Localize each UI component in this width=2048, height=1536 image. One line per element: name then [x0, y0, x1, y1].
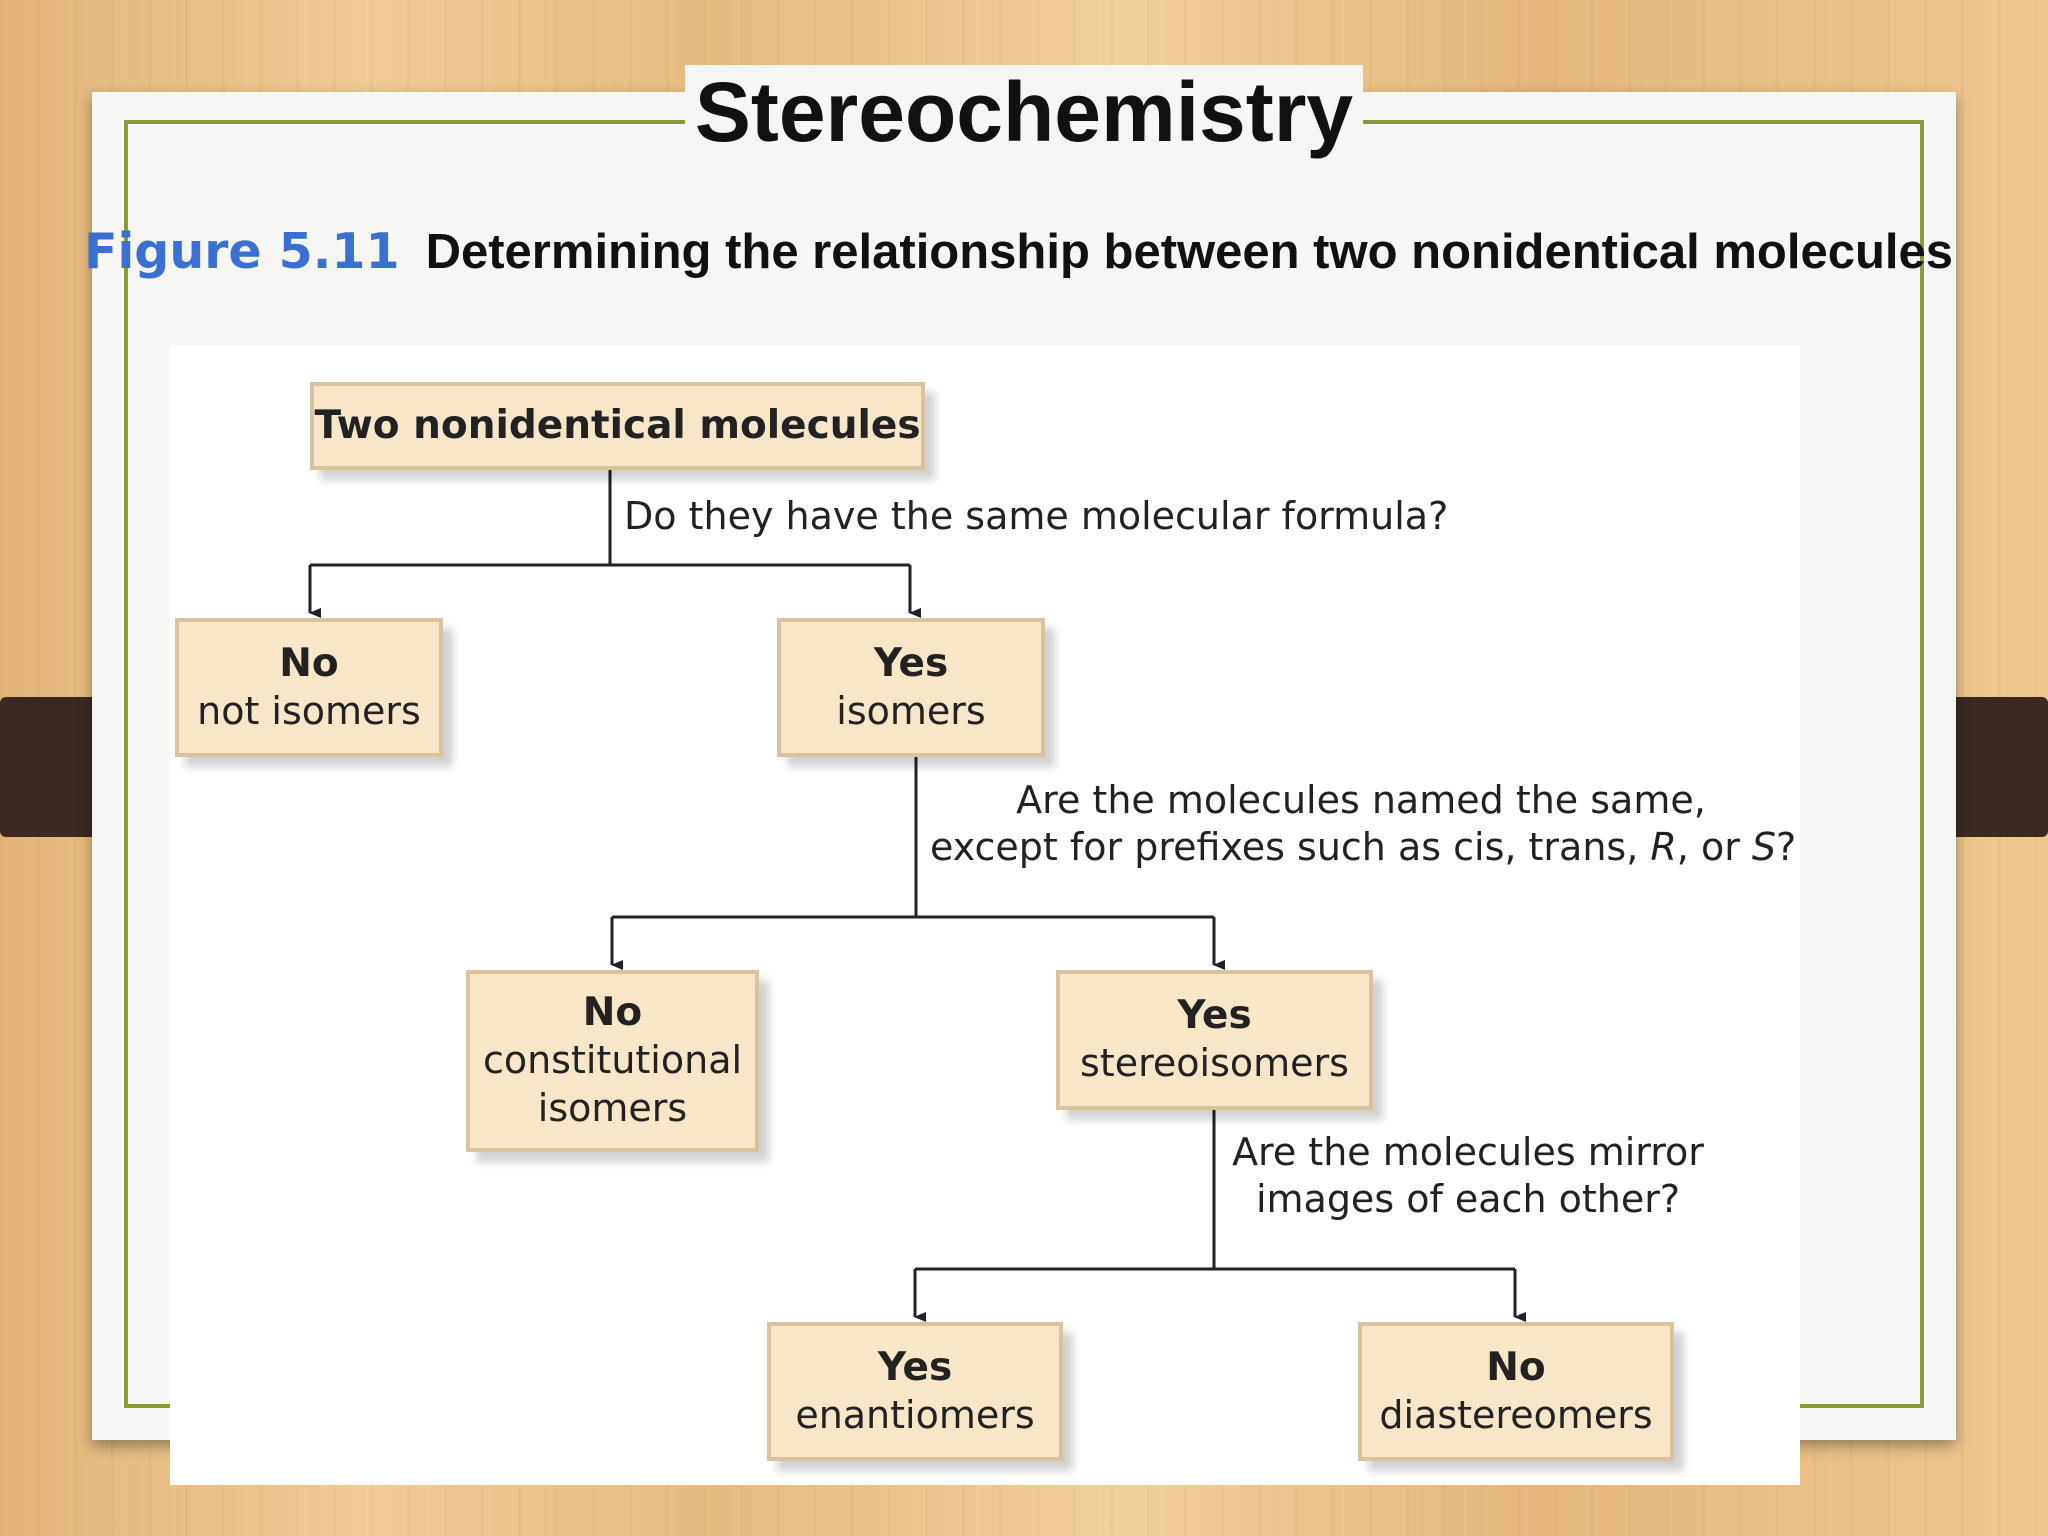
- root-label: Two nonidentical molecules: [314, 403, 921, 448]
- flowchart: Two nonidentical molecules Do they have …: [170, 345, 1800, 1485]
- yes-enantiomers-box: Yes enantiomers: [767, 1322, 1063, 1461]
- slide-title: Stereochemistry: [0, 62, 2048, 162]
- question-molecular-formula: Do they have the same molecular formula?: [624, 494, 1449, 538]
- no-constitutional-isomers-box: No constitutional isomers: [466, 970, 759, 1152]
- no-diastereomers-box: No diastereomers: [1358, 1322, 1674, 1461]
- question3-line1: Are the molecules mirror: [1232, 1130, 1704, 1174]
- no1-head: No: [279, 640, 339, 686]
- no1-sub: not isomers: [197, 688, 421, 733]
- question2-line2: except for prefixes such as cis, trans, …: [930, 824, 1796, 871]
- no-not-isomers-box: No not isomers: [175, 618, 443, 757]
- yes2-head: Yes: [1177, 993, 1252, 1038]
- no3-head: No: [1486, 1344, 1546, 1390]
- no2-sub2: isomers: [537, 1086, 688, 1130]
- question2-line1: Are the molecules named the same,: [1016, 778, 1706, 822]
- no3-sub: diastereomers: [1379, 1392, 1653, 1437]
- question3-line2: images of each other?: [1255, 1177, 1681, 1221]
- figure-label: Figure 5.11: [84, 223, 400, 280]
- yes2-sub: stereoisomers: [1080, 1041, 1349, 1085]
- figure-caption: Determining the relationship between two…: [425, 225, 1953, 279]
- question-mirror-images: Are the molecules mirror images of each …: [1228, 1129, 1708, 1223]
- question2-s: S: [1751, 825, 1777, 869]
- yes-stereoisomers-box: Yes stereoisomers: [1056, 970, 1373, 1110]
- question2-or: , or: [1676, 825, 1752, 869]
- yes1-sub: isomers: [836, 688, 986, 733]
- yes3-sub: enantiomers: [795, 1392, 1035, 1437]
- question2-prefix: except for prefixes such as cis, trans,: [930, 825, 1651, 869]
- no2-sub1: constitutional: [482, 1038, 743, 1082]
- yes1-head: Yes: [873, 640, 949, 686]
- figure-caption-line: Figure 5.11 Determining the relationship …: [84, 220, 1953, 284]
- no2-head: No: [582, 990, 643, 1035]
- question2-qmark: ?: [1776, 825, 1797, 869]
- flowchart-connectors: [308, 470, 1526, 1322]
- root-box: Two nonidentical molecules: [310, 382, 925, 470]
- question2-r: R: [1650, 825, 1677, 869]
- yes3-head: Yes: [877, 1344, 953, 1390]
- yes-isomers-box: Yes isomers: [777, 618, 1045, 757]
- slide-title-text: Stereochemistry: [684, 65, 1364, 159]
- question-named-same: Are the molecules named the same, except…: [930, 777, 1796, 871]
